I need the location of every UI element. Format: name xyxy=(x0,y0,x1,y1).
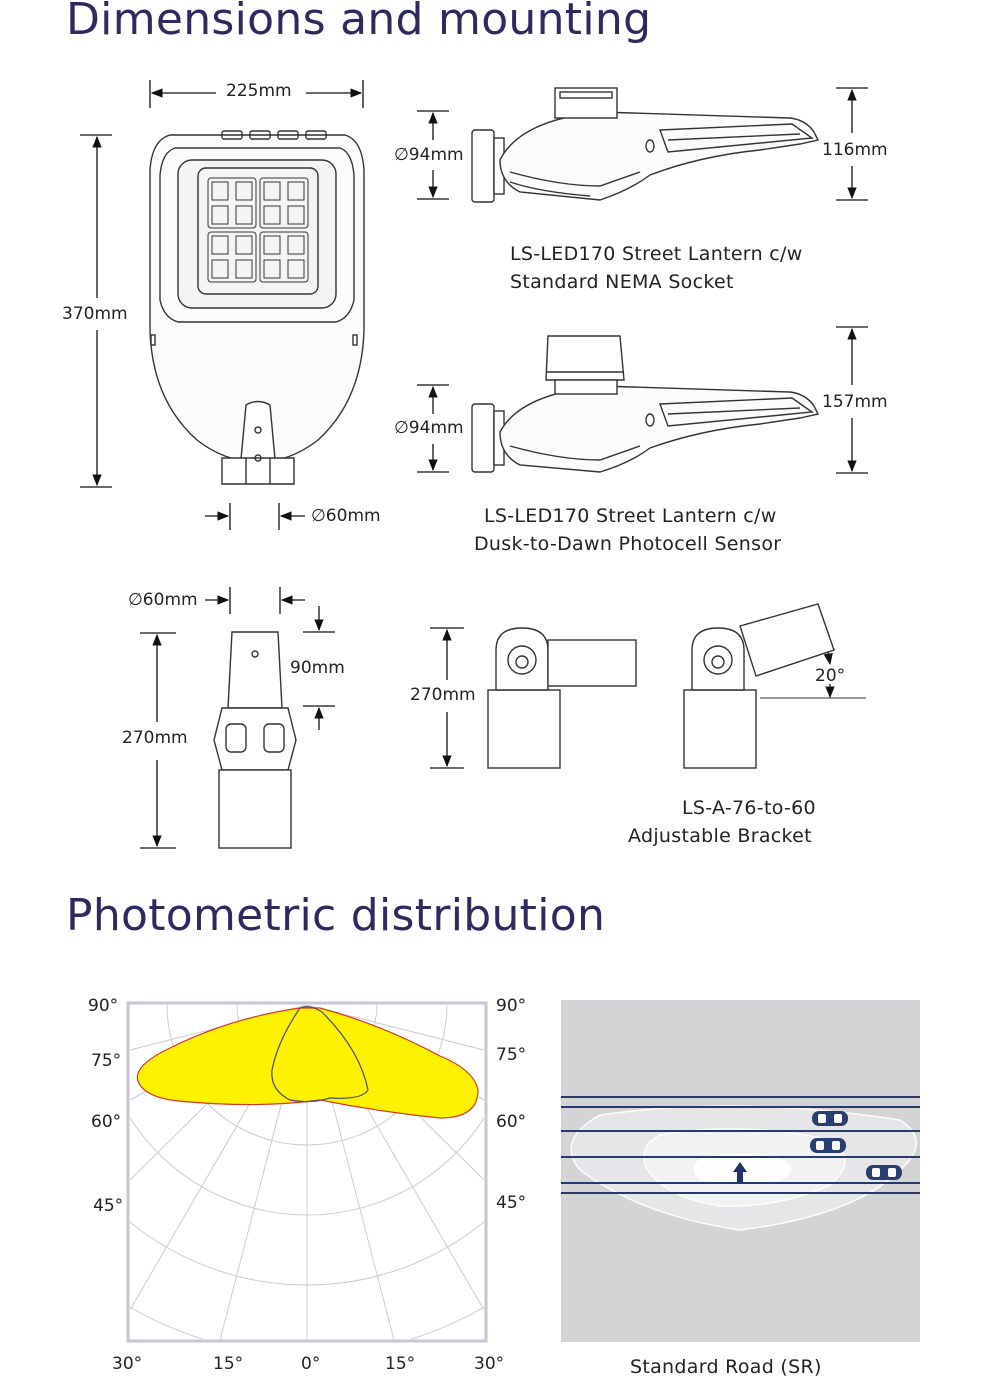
photocell-caption-line2: Dusk-to-Dawn Photocell Sensor xyxy=(474,533,782,555)
bracket-side-height-label: 270mm xyxy=(410,685,476,705)
photocell-diameter-label: ∅94mm xyxy=(394,418,464,438)
bottom-angle-30-right: 30° xyxy=(474,1354,505,1374)
dimensions-title: Dimensions and mounting xyxy=(66,0,652,45)
right-angle-75: 75° xyxy=(496,1045,527,1065)
bracket-caption-line1: LS-A-76-to-60 xyxy=(682,797,816,819)
height-label: 370mm xyxy=(62,304,128,324)
lantern-side-photocell xyxy=(471,335,820,473)
dimension-lines-bracket-side xyxy=(430,627,835,769)
photocell-height-label: 157mm xyxy=(822,392,888,412)
right-angle-90: 90° xyxy=(496,996,527,1016)
nema-height-label: 116mm xyxy=(822,140,888,160)
road-diagram xyxy=(561,1000,920,1342)
photometric-title: Photometric distribution xyxy=(66,890,606,941)
right-angle-45: 45° xyxy=(496,1193,527,1213)
nema-caption-line1: LS-LED170 Street Lantern c/w xyxy=(510,243,803,265)
width-label: 225mm xyxy=(226,81,292,101)
bottom-angle-15-right: 15° xyxy=(385,1354,416,1374)
lantern-top-view xyxy=(149,130,365,485)
left-angle-90: 90° xyxy=(88,996,119,1016)
bracket-front-view xyxy=(213,631,297,849)
lantern-side-nema xyxy=(471,87,820,203)
nema-diameter-label: ∅94mm xyxy=(394,145,464,165)
spigot-diameter-label: ∅60mm xyxy=(311,506,381,526)
bracket-diameter-label: ∅60mm xyxy=(128,590,198,610)
dimension-lines-bracket-front xyxy=(140,587,335,849)
polar-plot xyxy=(126,1001,488,1343)
left-angle-60: 60° xyxy=(91,1112,122,1132)
bottom-angle-15-left: 15° xyxy=(213,1354,244,1374)
bracket-front-height-label: 270mm xyxy=(122,728,188,748)
bracket-side-views xyxy=(487,603,866,769)
right-angle-60: 60° xyxy=(496,1112,527,1132)
bracket-caption-line2: Adjustable Bracket xyxy=(628,825,812,847)
bottom-angle-30-left: 30° xyxy=(112,1354,143,1374)
dimension-lines-top xyxy=(80,80,364,530)
bracket-tilt-label: 20° xyxy=(815,666,846,686)
photocell-caption-line1: LS-LED170 Street Lantern c/w xyxy=(484,505,777,527)
road-caption: Standard Road (SR) xyxy=(630,1356,822,1378)
dimension-lines-nema xyxy=(417,87,868,201)
nema-caption-line2: Standard NEMA Socket xyxy=(510,271,734,293)
bracket-spigot-label: 90mm xyxy=(290,658,345,678)
left-angle-75: 75° xyxy=(91,1051,122,1071)
left-angle-45: 45° xyxy=(93,1196,124,1216)
bottom-angle-0: 0° xyxy=(301,1354,321,1374)
dimension-lines-photocell xyxy=(417,326,868,474)
